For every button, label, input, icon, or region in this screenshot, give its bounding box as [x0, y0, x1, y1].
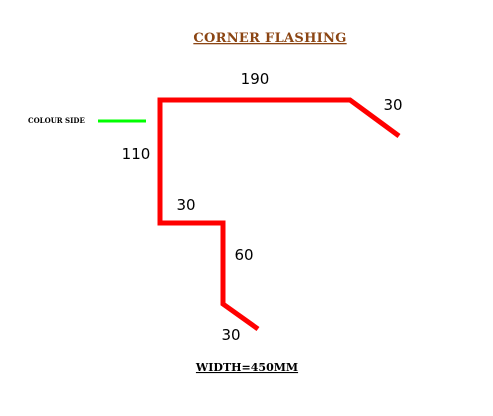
dim-vertical-segment: 60: [234, 246, 253, 264]
dim-left-segment: 110: [122, 145, 151, 163]
dim-bottom-segment: 30: [221, 326, 240, 344]
dim-top-segment: 190: [241, 70, 270, 88]
colour-side-label: COLOUR SIDE: [28, 116, 85, 125]
diagram-title: CORNER FLASHING: [193, 31, 346, 46]
flashing-profile: [157, 97, 401, 332]
dim-step-segment: 30: [176, 196, 195, 214]
dim-top-right-segment: 30: [383, 96, 402, 114]
width-label: WIDTH=450MM: [195, 361, 298, 374]
